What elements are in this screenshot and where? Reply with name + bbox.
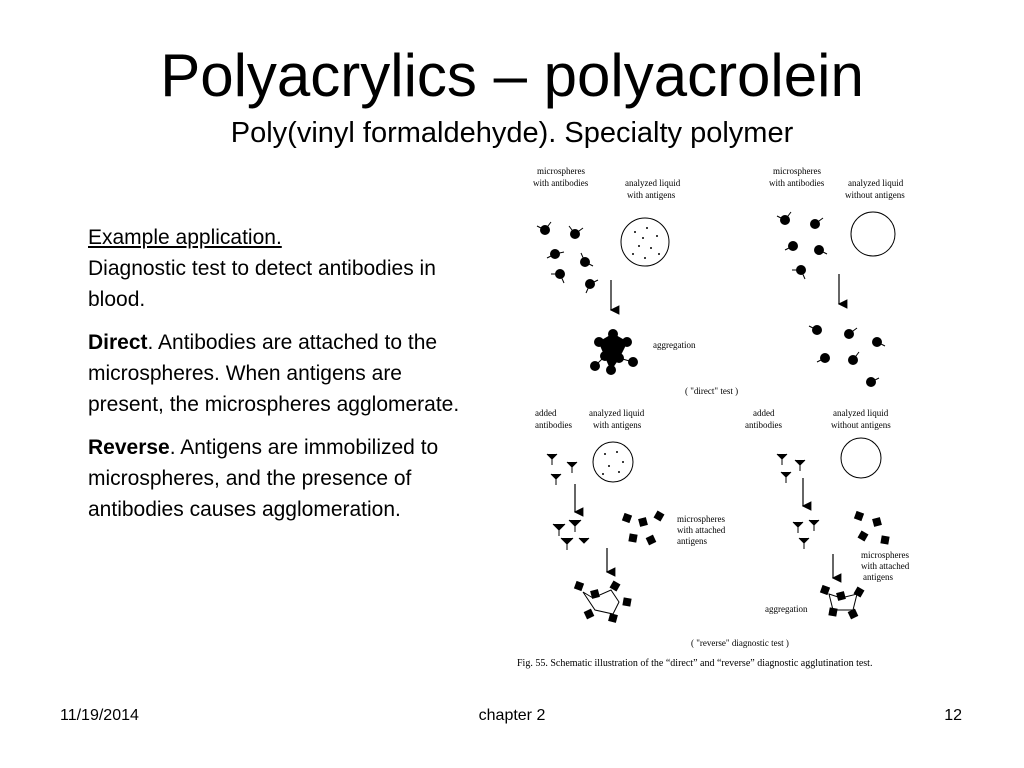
antigen-microspheres-1 [621,510,665,546]
label-analyzed-liquid-2: analyzed liquid [848,178,904,188]
free-antibodies-2 [776,453,806,483]
label-microspheres-4: microspheres [861,550,909,560]
label-analyzed-liquid-4: analyzed liquid [833,408,889,418]
aggregate-reverse-2 [819,584,865,620]
footer-date: 11/19/2014 [60,707,139,724]
free-antibodies-1 [546,453,578,485]
label-added-2: added [753,408,775,418]
antibody-microspheres-group-2 [776,211,828,280]
liquid-circle-1 [620,217,670,267]
label-with-attached-1: with attached [677,525,726,535]
example-body: Diagnostic test to detect antibodies in … [88,257,436,311]
label-with-antibodies-1: with antibodies [533,178,589,188]
footer-chapter: chapter 2 [478,707,546,724]
aggregate-direct [590,329,638,375]
label-antigens-2: antigens [863,572,893,582]
antigen-dots-2 [602,451,624,475]
label-microspheres-1: microspheres [537,166,585,176]
figure-svg: microspheres with antibodies analyzed li… [517,166,910,669]
antigen-dots-1 [632,227,660,259]
antibody-antigen-complexes-1 [552,519,590,550]
label-without-antigens-2: without antigens [831,420,891,430]
label-with-antigens-2: with antigens [593,420,642,430]
label-aggregation-1: aggregation [653,340,696,350]
reverse-paragraph: Reverse. Antigens are immobilized to mic… [88,432,468,525]
label-antibodies-1: antibodies [535,420,572,430]
liquid-circle-2 [850,211,896,257]
figure-caption: Fig. 55. Schematic illustration of the “… [517,658,872,669]
label-antigens-1: antigens [677,536,707,546]
agglutination-test-figure: microspheres with antibodies analyzed li… [515,162,940,672]
direct-body: . Antibodies are attached to the microsp… [88,331,460,416]
example-heading: Example application. [88,226,282,249]
label-analyzed-liquid-3: analyzed liquid [589,408,645,418]
label-with-antigens-1: with antigens [627,190,676,200]
label-microspheres-2: microspheres [773,166,821,176]
aggregate-reverse [573,580,632,623]
direct-term: Direct [88,331,148,354]
label-added-1: added [535,408,557,418]
label-with-attached-2: with attached [861,561,910,571]
reverse-term: Reverse [88,436,170,459]
label-analyzed-liquid-1: analyzed liquid [625,178,681,188]
label-reverse-test: ( "reverse" diagnostic test ) [691,638,789,648]
body-text: Example application. Diagnostic test to … [88,222,468,537]
footer-page-number: 12 [944,707,962,724]
direct-paragraph: Direct. Antibodies are attached to the m… [88,327,468,420]
liquid-circle-3 [592,441,634,483]
label-antibodies-2: antibodies [745,420,782,430]
example-paragraph: Example application. Diagnostic test to … [88,222,468,315]
slide-subtitle: Poly(vinyl formaldehyde). Specialty poly… [230,117,794,149]
free-antibodies-3 [792,519,820,549]
label-direct-test: ( "direct" test ) [685,386,738,396]
label-with-antibodies-2: with antibodies [769,178,825,188]
label-without-antigens-1: without antigens [845,190,905,200]
label-microspheres-3: microspheres [677,514,725,524]
antibody-microspheres-group-1 [536,221,599,294]
dispersed-microspheres-direct [808,325,886,387]
label-aggregation-2: aggregation [765,604,808,614]
reverse-body: . Antigens are immobilized to microspher… [88,436,439,521]
liquid-circle-4 [840,437,882,479]
slide-title: Polyacrylics – polyacrolein [160,42,864,109]
antigen-microspheres-2 [853,510,890,545]
